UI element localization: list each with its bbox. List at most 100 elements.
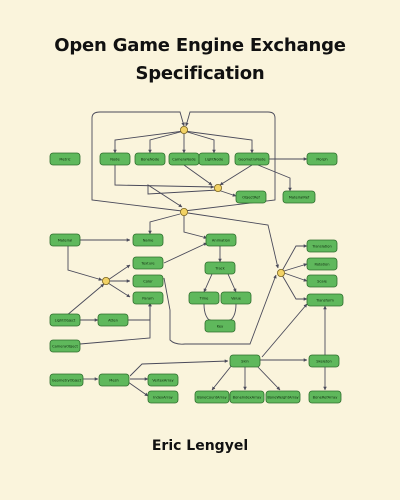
node-box: Mesh xyxy=(98,373,130,387)
edge xyxy=(281,244,308,272)
edge xyxy=(65,283,105,317)
node-box: Time xyxy=(188,291,220,305)
node-box: Key xyxy=(204,319,236,333)
diagram-nodes: Metric Node BoneNode CameraNode LightNod… xyxy=(49,152,344,404)
title-line-2: Specification xyxy=(135,63,265,84)
node-box: BoneCountArray xyxy=(194,390,230,404)
node-box: Metric xyxy=(49,152,81,166)
edge xyxy=(283,263,308,272)
junction-dot xyxy=(102,276,111,285)
edge xyxy=(163,242,208,264)
edge xyxy=(148,130,185,154)
edge xyxy=(147,184,219,208)
node-box: Param xyxy=(132,291,164,305)
diagram-edges xyxy=(65,111,327,397)
edge xyxy=(187,212,280,269)
edge xyxy=(219,164,253,186)
junction-dot xyxy=(179,126,188,135)
node-label: ObjectRef xyxy=(242,195,260,199)
node-box: Node xyxy=(99,152,131,166)
edge xyxy=(203,273,213,293)
node-label: Mesh xyxy=(109,378,118,382)
node-label: Key xyxy=(217,324,224,328)
node-label: Rotation xyxy=(314,262,329,266)
junction-dot xyxy=(179,207,188,216)
node-box: Scale xyxy=(306,274,338,288)
node-box: Translation xyxy=(306,239,338,253)
node-box: Material xyxy=(49,233,81,247)
junction-dot xyxy=(213,183,222,192)
node-label: Time xyxy=(199,296,210,300)
node-label: BoneCountArray xyxy=(197,395,227,399)
edge xyxy=(183,111,276,212)
junction-dot xyxy=(276,268,285,277)
node-label: IndexArray xyxy=(153,395,173,399)
edge xyxy=(217,189,237,197)
node-box: LightObject xyxy=(49,313,81,327)
node-box: Skin xyxy=(229,354,261,368)
node-box: MaterialRef xyxy=(282,190,316,204)
node-box: BoneNode xyxy=(134,152,166,166)
edge xyxy=(114,165,215,189)
node-label: BoneWeightArray xyxy=(267,395,299,399)
node-label: LightNode xyxy=(205,157,224,161)
edge xyxy=(211,364,233,391)
edge xyxy=(183,164,213,186)
node-label: BoneNode xyxy=(141,157,160,161)
node-box: GeometryObject xyxy=(49,373,84,387)
node-label: Material xyxy=(58,238,73,242)
node-label: CameraObject xyxy=(52,344,78,348)
title-line-1: Open Game Engine Exchange xyxy=(54,35,346,56)
node-box: CameraObject xyxy=(49,339,81,353)
edge xyxy=(255,364,281,391)
edge xyxy=(281,274,308,301)
node-label: Node xyxy=(110,157,120,161)
edge xyxy=(227,303,237,323)
edge xyxy=(283,272,308,282)
node-label: VertexArray xyxy=(152,378,174,382)
author-name: Eric Lengyel xyxy=(151,438,249,454)
edge xyxy=(79,302,152,345)
node-box: Color xyxy=(132,274,164,288)
edge xyxy=(127,381,149,397)
node-label: Metric xyxy=(59,157,70,161)
node-label: Value xyxy=(231,296,242,300)
node-label: Transform xyxy=(315,298,334,302)
edge xyxy=(107,264,131,281)
node-box: Morph xyxy=(306,152,338,166)
node-box: ObjectRef xyxy=(235,190,267,204)
node-label: MaterialRef xyxy=(289,195,310,199)
edge xyxy=(183,215,208,239)
edge xyxy=(163,274,277,345)
node-box: LightNode xyxy=(198,152,230,166)
node-box: CameraNode xyxy=(168,152,200,166)
edge xyxy=(183,130,254,154)
node-box: Rotation xyxy=(306,257,338,271)
node-box: BoneRefArray xyxy=(308,390,342,404)
node-label: Scale xyxy=(317,279,327,283)
edge xyxy=(107,282,131,298)
node-box: VertexArray xyxy=(147,373,179,387)
node-label: BoneIndexArray xyxy=(233,395,263,399)
edge xyxy=(91,111,185,212)
diagram-junctions xyxy=(102,126,285,285)
edge xyxy=(67,246,103,281)
node-box: Track xyxy=(204,261,236,275)
node-label: BoneRefArray xyxy=(313,395,339,399)
node-box: GeometryNode xyxy=(234,152,270,166)
node-box: Value xyxy=(220,291,252,305)
node-label: Skin xyxy=(241,359,249,363)
node-label: Skeleton xyxy=(316,359,332,363)
edge xyxy=(148,213,181,235)
node-label: Name xyxy=(143,238,154,242)
node-label: Track xyxy=(214,266,225,270)
node-box: Name xyxy=(132,233,164,247)
node-box: Skeleton xyxy=(308,354,340,368)
edge xyxy=(257,164,292,192)
node-box: Animation xyxy=(205,233,237,247)
node-label: Translation xyxy=(311,244,332,248)
node-label: GeometryNode xyxy=(238,157,266,161)
node-box: BoneWeightArray xyxy=(265,390,301,404)
